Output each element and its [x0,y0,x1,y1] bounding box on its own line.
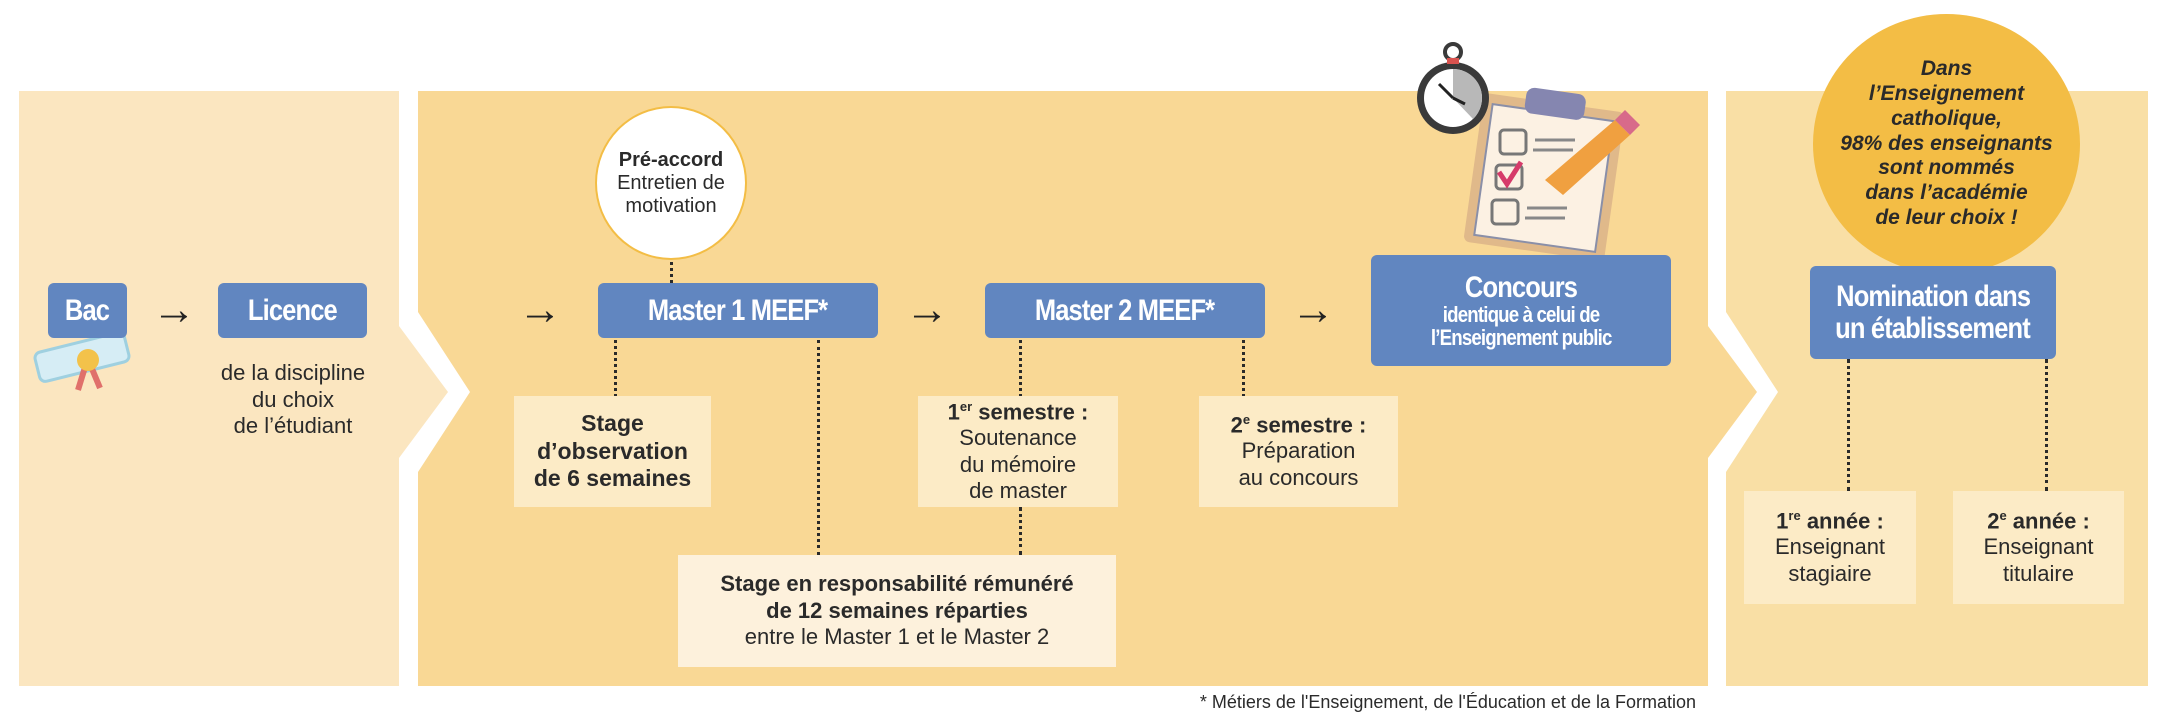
concours-text: identique à celui de [1442,302,1600,328]
diploma-icon [33,331,131,391]
clipboard-exam-icon [1417,42,1640,260]
semester1-sup: er [959,398,973,414]
master1-box: Master 1 MEEF* [598,283,878,338]
concours-title: Concours [1464,270,1578,304]
year1-text: stagiaire [1788,560,1872,586]
semester2-text: au concours [1238,464,1359,490]
connector [2045,359,2048,491]
semester2-text: Préparation [1241,438,1356,464]
master1-label: Master 1 MEEF* [648,293,828,327]
connector [670,262,673,283]
nomination-line: un établissement [1835,311,2032,345]
pre-accord-text: motivation [625,194,717,217]
footnote: * Métiers de l'Enseignement, de l'Éducat… [1199,692,1696,712]
panel-master [418,91,1757,686]
callout-line: dans l’académie [1865,181,2028,205]
connector [1847,359,1850,491]
year1-label: année : [1800,508,1884,534]
year2-title: 2e année : [1987,508,2090,535]
concours-text: l’Enseignement public [1430,325,1612,351]
semester2-box: 2e semestre : Préparation au concours [1199,396,1398,507]
semester1-label: semestre : [972,398,1089,424]
semester1-title: 1er semestre : [948,399,1089,426]
semester2-label: semestre : [1250,412,1367,438]
connector [1242,340,1245,397]
year2-text: Enseignant [1983,534,2094,560]
semester2-sup: e [1242,411,1251,427]
arrow-right-icon: → [152,285,196,334]
year2-box: 2e année : Enseignant titulaire [1953,491,2124,604]
semester2-title: 2e semestre : [1231,412,1367,439]
licence-note-line: de l’étudiant [233,413,353,439]
stage-resp-line: de 12 semaines réparties [766,597,1028,623]
concours-box: Concours identique à celui de l’Enseigne… [1371,255,1671,366]
callout-line: sont nommés [1878,156,2015,180]
panel-bac-licence [19,91,448,686]
semester2-num: 2 [1230,412,1243,438]
semester1-num: 1 [947,398,960,424]
stage-obs-line: d’observation [537,437,688,464]
year1-text: Enseignant [1774,534,1886,560]
semester1-text: du mémoire [959,451,1077,477]
connector [1019,507,1022,555]
licence-note-line: du choix [252,386,334,412]
licence-label: Licence [247,293,338,327]
callout-circle: Dans l’Enseignement catholique, 98% des … [1813,14,2080,274]
stage-observation-box: Stage d’observation de 6 semaines [514,396,711,507]
semester1-text: Soutenance [959,425,1077,451]
bac-label: Bac [65,293,110,327]
connector [817,340,820,555]
pre-accord-text: Entretien de [617,171,725,194]
semester1-text: de master [969,478,1067,504]
callout-line: 98% des enseignants [1840,131,2053,155]
stage-obs-line: Stage [581,410,644,437]
pre-accord-circle: Pré-accord Entretien de motivation [595,106,747,260]
master2-box: Master 2 MEEF* [985,283,1265,338]
stage-responsabilite-box: Stage en responsabilité rémunéré de 12 s… [678,555,1116,667]
callout-line: l’Enseignement [1868,82,2025,106]
stage-resp-line: Stage en responsabilité rémunéré [720,571,1074,597]
stage-resp-line: entre le Master 1 et le Master 2 [744,624,1050,650]
arrow-right-icon: → [905,285,949,334]
year2-num: 2 [1987,508,2000,534]
nomination-line: Nomination dans [1835,280,2031,313]
year2-sup: e [1999,507,2007,523]
licence-box: Licence [218,283,367,338]
year1-title: 1re année : [1776,508,1884,535]
callout-line: catholique, [1891,106,2002,130]
semester1-box: 1er semestre : Soutenance du mémoire de … [918,396,1118,507]
year1-num: 1 [1776,508,1789,534]
nomination-box: Nomination dans un établissement [1810,266,2056,359]
pre-accord-title: Pré-accord [618,148,724,171]
stage-obs-line: de 6 semaines [533,465,692,492]
arrow-right-icon: → [518,285,562,334]
year2-label: année : [2006,508,2090,534]
callout-line: de leur choix ! [1875,205,2018,229]
licence-note-line: de la discipline [220,360,366,386]
connector [614,340,617,397]
master2-label: Master 2 MEEF* [1035,293,1215,327]
year2-text: titulaire [2003,560,2074,586]
arrow-right-icon: → [1291,285,1335,334]
connector [1019,340,1022,397]
callout-line: Dans [1920,57,1973,81]
bac-box: Bac [48,283,127,338]
year1-box: 1re année : Enseignant stagiaire [1744,491,1916,604]
licence-note: de la discipline du choix de l’étudiant [208,360,378,440]
year1-sup: re [1788,507,1801,523]
